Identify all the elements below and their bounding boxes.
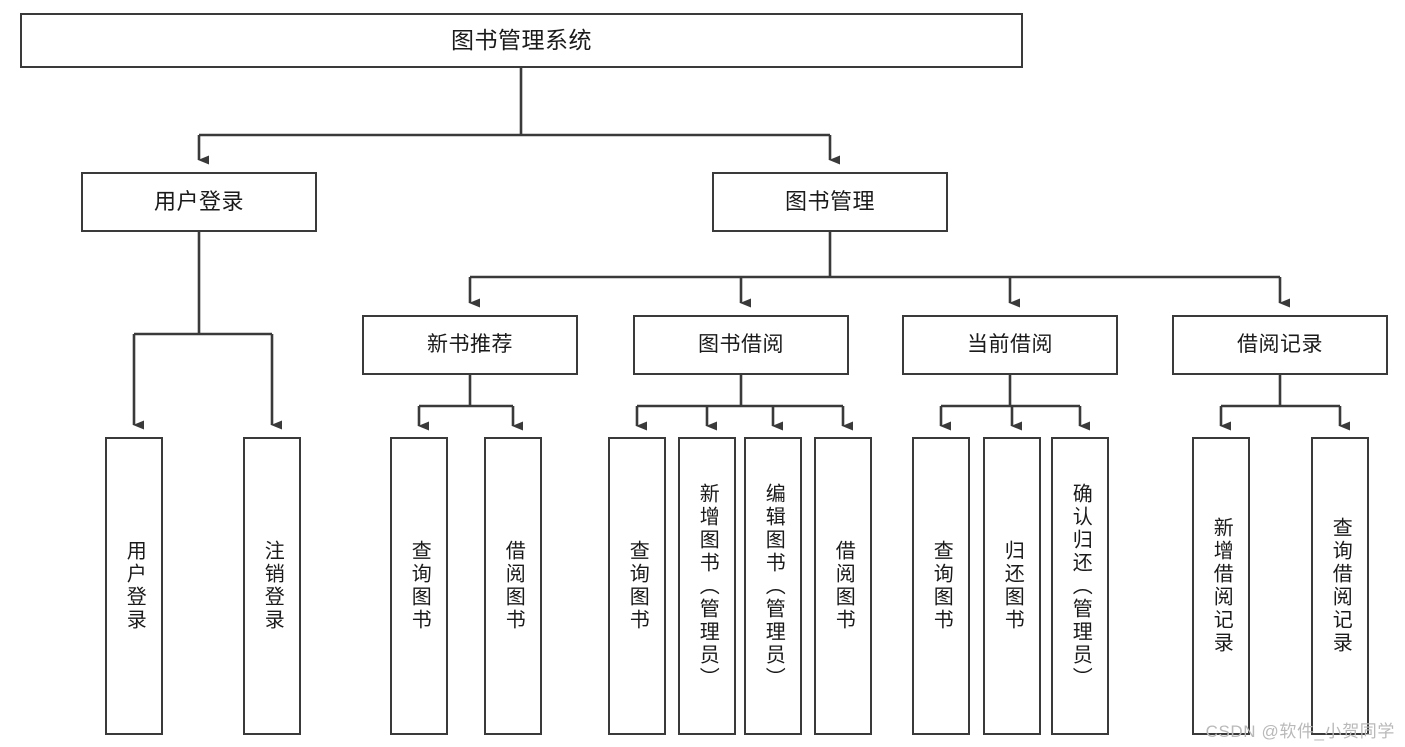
node-leaf-return-book-label: 归还图书 (1001, 540, 1024, 632)
node-leaf-query-record-label: 查询借阅记录 (1329, 517, 1352, 655)
node-current-borrow[interactable]: 当前借阅 (902, 315, 1118, 375)
node-leaf-edit-book[interactable]: 编辑图书（管理员） (744, 437, 802, 735)
node-borrow-record[interactable]: 借阅记录 (1172, 315, 1388, 375)
node-borrow-record-label: 借阅记录 (1237, 333, 1323, 357)
node-leaf-confirm-return[interactable]: 确认归还（管理员） (1051, 437, 1109, 735)
node-leaf-logout-label: 注销登录 (261, 540, 284, 632)
node-leaf-query-book-2-label: 查询图书 (626, 540, 649, 632)
node-book-borrow-label: 图书借阅 (698, 333, 784, 357)
node-user-login-label: 用户登录 (153, 188, 244, 214)
node-leaf-query-book-1-label: 查询图书 (408, 540, 431, 632)
node-leaf-add-book-label: 新增图书（管理员） (696, 482, 719, 690)
node-leaf-query-book-1[interactable]: 查询图书 (390, 437, 448, 735)
node-root[interactable]: 图书管理系统 (20, 13, 1023, 68)
node-leaf-user-login-label: 用户登录 (123, 540, 146, 632)
node-book-manage[interactable]: 图书管理 (712, 172, 948, 232)
node-leaf-logout[interactable]: 注销登录 (243, 437, 301, 735)
node-leaf-query-record[interactable]: 查询借阅记录 (1311, 437, 1369, 735)
node-leaf-add-record[interactable]: 新增借阅记录 (1192, 437, 1250, 735)
node-leaf-add-book[interactable]: 新增图书（管理员） (678, 437, 736, 735)
node-leaf-confirm-return-label: 确认归还（管理员） (1069, 482, 1092, 690)
node-leaf-query-book-2[interactable]: 查询图书 (608, 437, 666, 735)
node-new-book-rec-label: 新书推荐 (427, 333, 513, 357)
node-leaf-borrow-book-1-label: 借阅图书 (502, 540, 525, 632)
node-new-book-rec[interactable]: 新书推荐 (362, 315, 578, 375)
node-user-login[interactable]: 用户登录 (81, 172, 317, 232)
node-book-manage-label: 图书管理 (784, 188, 875, 214)
node-root-label: 图书管理系统 (451, 26, 592, 53)
node-leaf-add-record-label: 新增借阅记录 (1210, 517, 1233, 655)
node-leaf-query-book-3-label: 查询图书 (930, 540, 953, 632)
node-leaf-borrow-book-2[interactable]: 借阅图书 (814, 437, 872, 735)
node-current-borrow-label: 当前借阅 (967, 333, 1053, 357)
node-leaf-borrow-book-1[interactable]: 借阅图书 (484, 437, 542, 735)
node-leaf-edit-book-label: 编辑图书（管理员） (762, 482, 785, 690)
node-leaf-return-book[interactable]: 归还图书 (983, 437, 1041, 735)
node-leaf-borrow-book-2-label: 借阅图书 (832, 540, 855, 632)
node-book-borrow[interactable]: 图书借阅 (633, 315, 849, 375)
csdn-watermark: CSDN @软件_小贺同学 (1205, 722, 1395, 741)
node-leaf-query-book-3[interactable]: 查询图书 (912, 437, 970, 735)
node-leaf-user-login[interactable]: 用户登录 (105, 437, 163, 735)
